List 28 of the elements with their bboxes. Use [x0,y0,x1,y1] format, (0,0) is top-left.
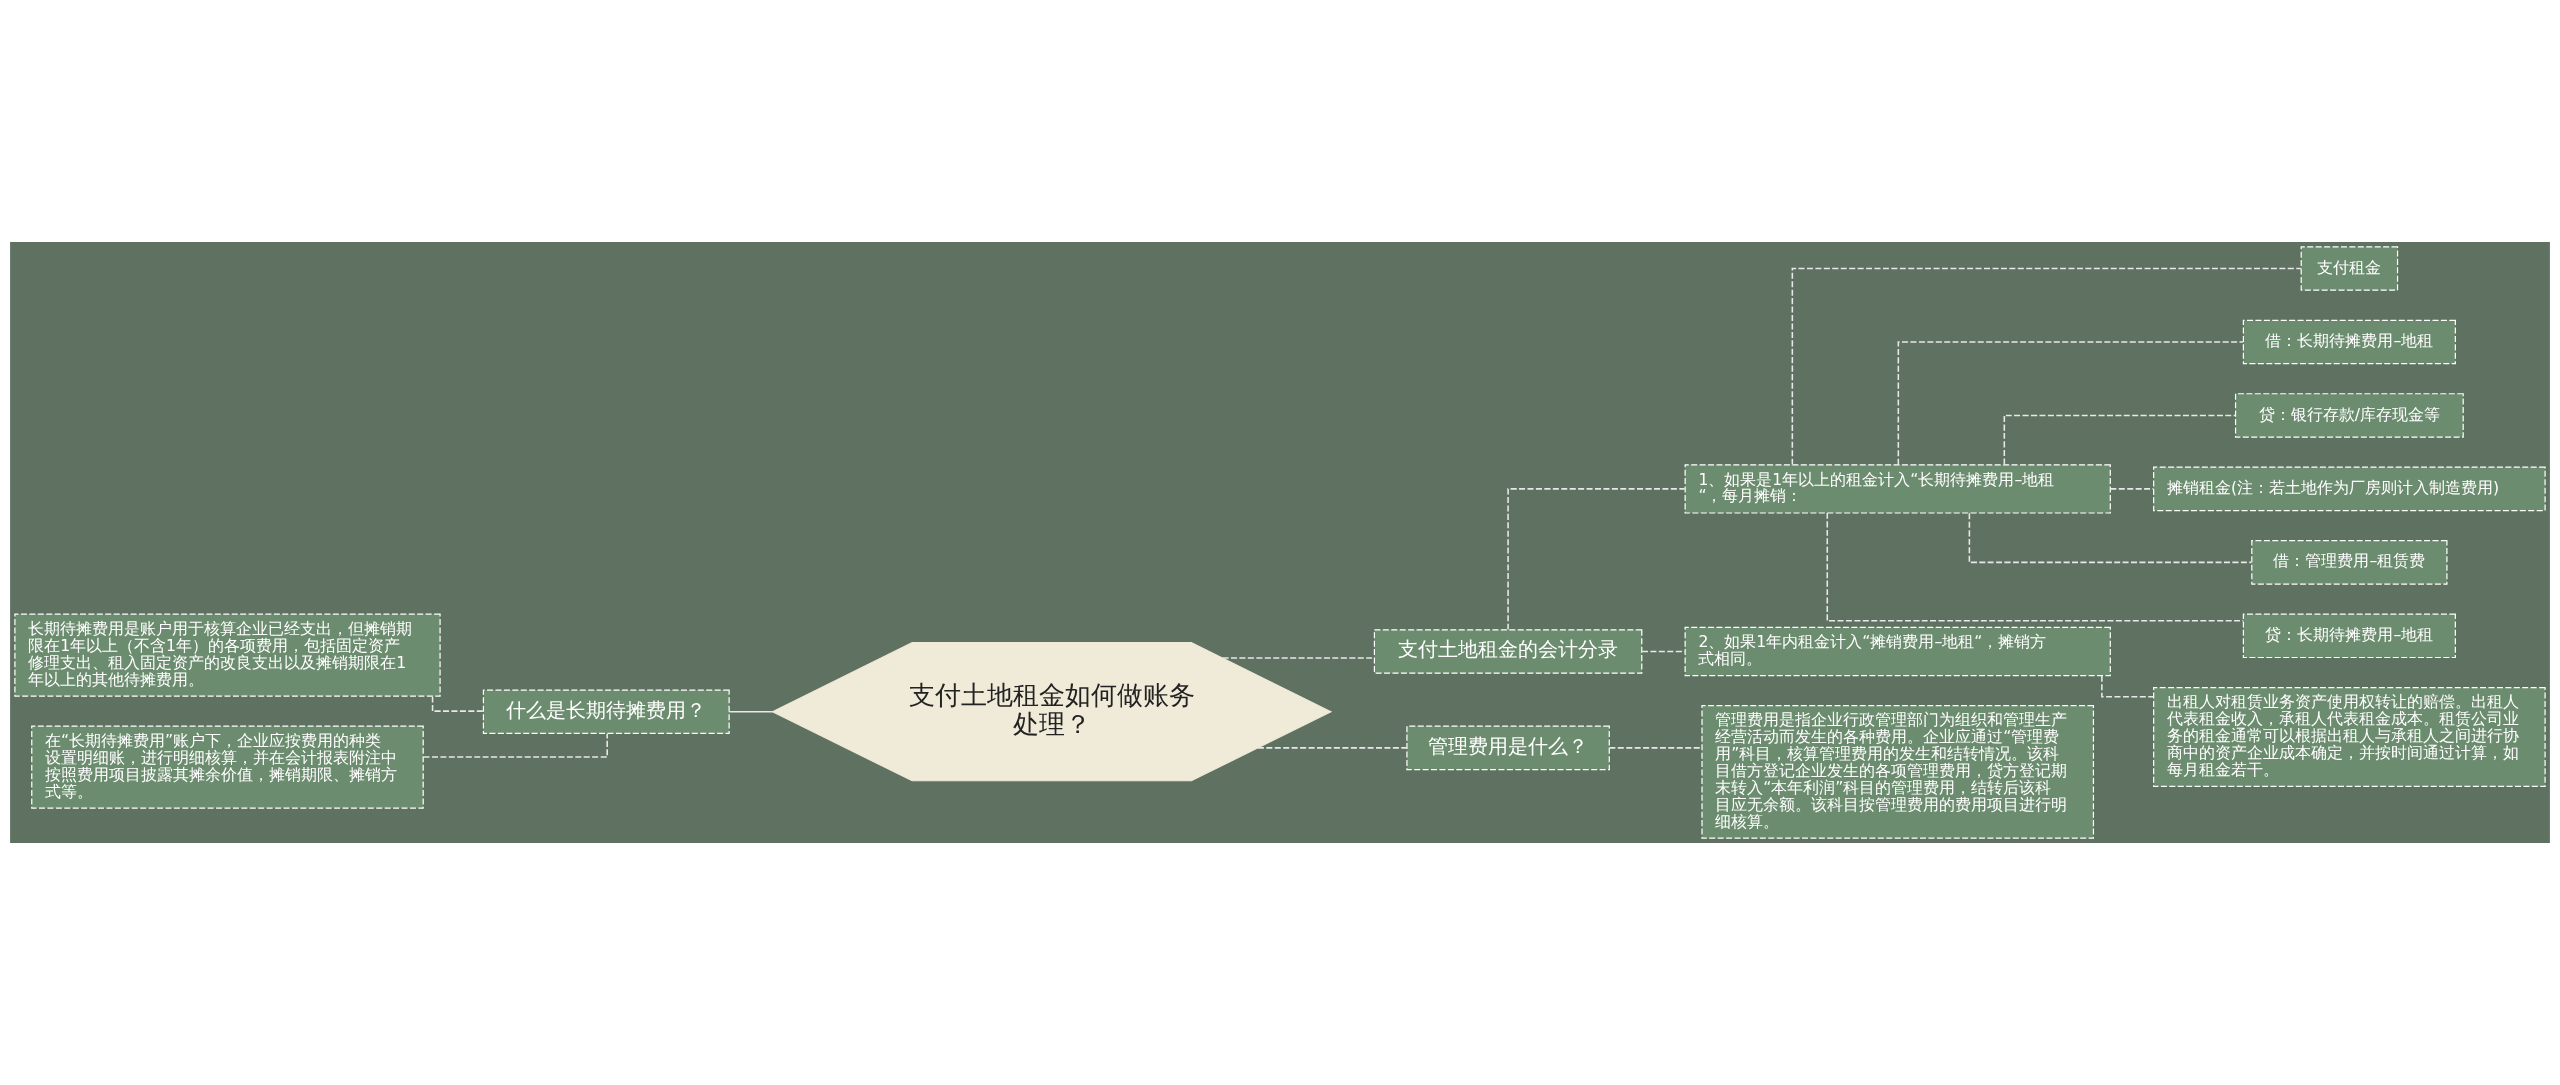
connector [1507,488,1686,631]
node-box: 贷：银行存款/库存现金等 [2234,393,2464,438]
node-box: 借：管理费用–租赁费 [2251,540,2448,585]
connector [431,695,485,712]
connector [1897,341,2244,466]
node-box: 支付租金 [2300,246,2399,291]
connector [1791,267,2302,466]
node-box: 出租人对租赁业务资产使用权转让的赔偿。出租人代表租金收入，承租人代表租金成本。租赁公司业务的租金通常可以根据出租人与承租人之间进行协商中的资产企业成本确定，并按时间通过计算，如每月租金若干。 [2153,687,2546,787]
node-box: 在“长期待摊费用”账户下，企业应按费用的种类设置明细账，进行明细核算，并在会计报表附注中按照费用项目披露其摊余价值，摊销期限、摊销方式等。 [31,725,424,809]
connector [2101,674,2154,698]
node-box: 支付土地租金的会计分录 [1373,629,1643,674]
connector [1257,747,1408,749]
node-box: 2、如果1年内租金计入“摊销费用–地租“，摊销方式相同。 [1684,626,2111,677]
connector [1968,512,2253,564]
node-box: 管理费用是指企业行政管理部门为组织和管理生产经营活动而发生的各种费用。企业应通过“管理费用”科目，核算管理费用的发生和结转情况。该科目借方登记企业发生的各项管理费用，贷方登记期末转入“本年利润”科目的管理费用，结转后该科目应无余额。该科目按管理费用的费用项目进行明细核算。 [1701,705,2095,839]
connector [2003,414,2237,466]
node-box: 贷：长期待摊费用–地租 [2242,613,2456,659]
connector [728,710,774,713]
node-box: 摊销租金(注：若土地作为厂房则计入制造费用) [2153,466,2546,512]
connector [1641,650,1686,653]
node-box: 1、如果是1年以上的租金计入“长期待摊费用–地租“，每月摊销： [1684,464,2111,514]
node-box: 借：长期待摊费用–地租 [2242,319,2456,365]
node-box: 长期待摊费用是账户用于核算企业已经支出，但摊销期限在1年以上（不含1年）的各项费用，包括固定资产修理支出、租入固定资产的改良支出以及摊销期限在1年以上的其他待摊费用。 [14,613,441,697]
connector [1826,512,2244,622]
node-box: 什么是长期待摊费用？ [482,689,730,734]
connector [2109,488,2155,490]
node-box: 管理费用是什么？ [1406,725,1610,771]
connector [1608,747,1703,749]
